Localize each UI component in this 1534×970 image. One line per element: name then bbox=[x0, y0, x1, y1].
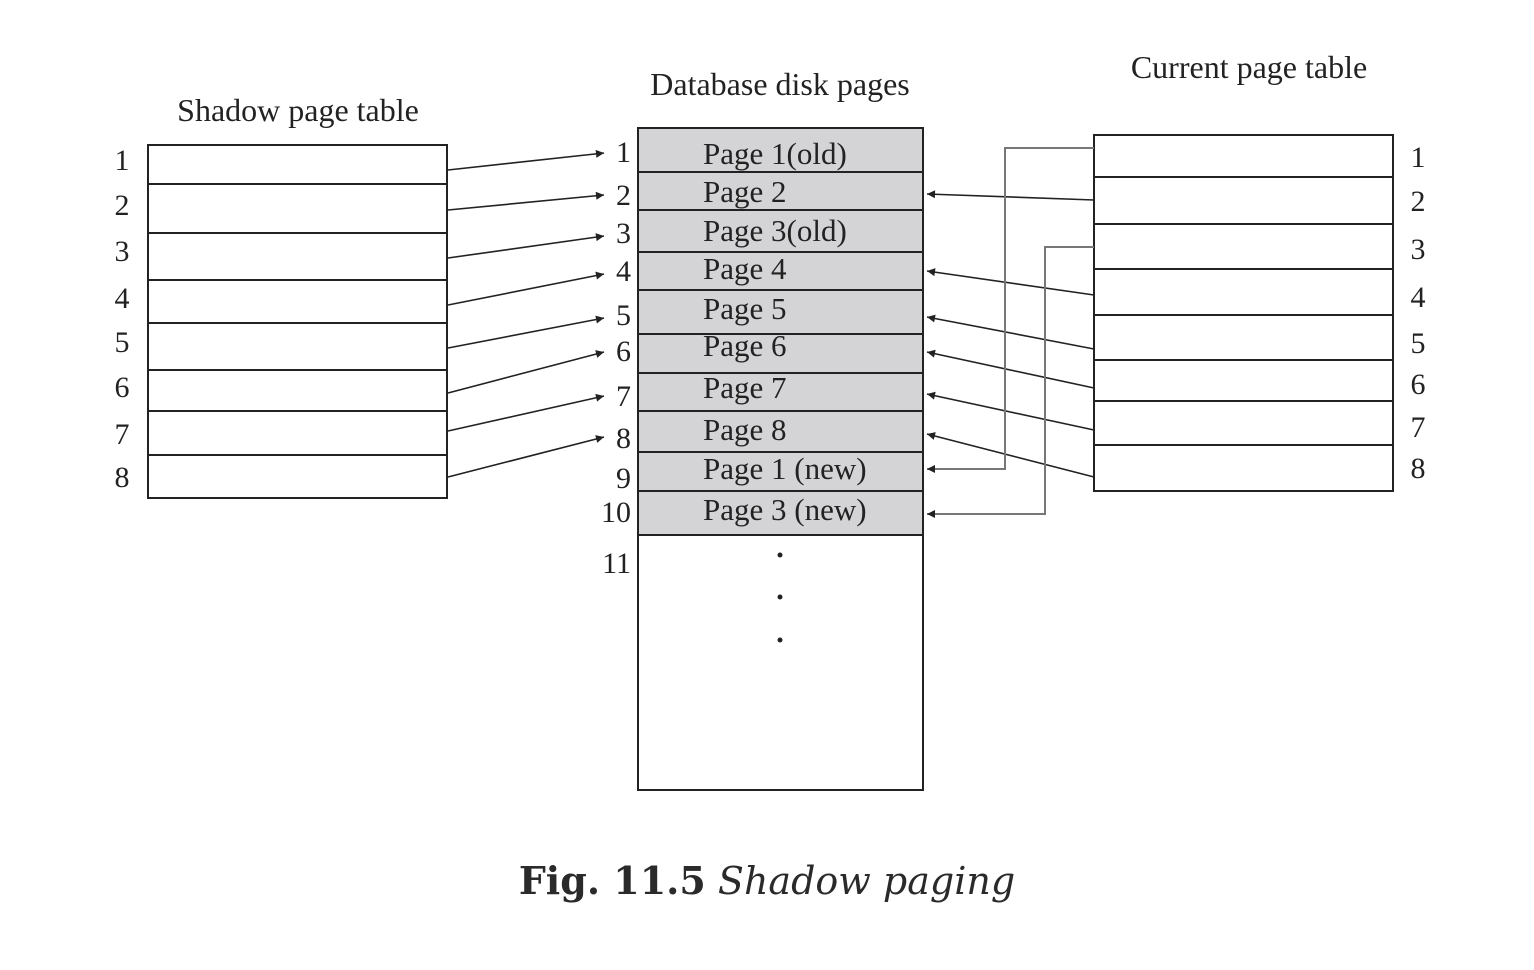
disk-row-number: 7 bbox=[616, 380, 631, 413]
disk-row-number: 6 bbox=[616, 335, 631, 368]
current-row-label: 5 bbox=[1411, 327, 1426, 360]
disk-page-label: Page 8 bbox=[703, 412, 787, 447]
current-row-label: 3 bbox=[1411, 233, 1426, 266]
shadow-pointer-arrow bbox=[447, 233, 605, 259]
shadow-row-label: 4 bbox=[115, 282, 130, 315]
disk-row-number: 11 bbox=[602, 547, 631, 580]
disk-row-number: 1 bbox=[616, 136, 631, 169]
shadow-pointer-arrow bbox=[447, 393, 605, 432]
disk-pages-title: Database disk pages bbox=[650, 66, 909, 102]
database-disk-pages: Page 1(old)Page 2 Page 3(old)Page 4 Page 5… bbox=[601, 127, 924, 791]
current-pointer-arrow bbox=[926, 190, 1095, 201]
current-row-label: 4 bbox=[1411, 281, 1426, 314]
shadow-pointer-arrow bbox=[447, 435, 605, 478]
current-row-label: 8 bbox=[1411, 452, 1426, 485]
current-pointer-arrow bbox=[926, 268, 1095, 296]
shadow-row-label: 3 bbox=[115, 235, 130, 268]
figure-caption: Fig. 11.5 Shadow paging bbox=[0, 858, 1534, 903]
current-row-label: 1 bbox=[1411, 141, 1426, 174]
ellipsis-dot bbox=[777, 552, 783, 558]
figure-number: Fig. 11.5 bbox=[518, 858, 706, 903]
shadow-row-label: 8 bbox=[115, 461, 130, 494]
ellipsis-dot bbox=[777, 594, 783, 600]
current-pointer-arrow bbox=[926, 391, 1095, 431]
shadow-table-title: Shadow page table bbox=[177, 92, 419, 128]
shadow-pointer-arrow bbox=[447, 149, 605, 171]
disk-page-label: Page 7 bbox=[703, 370, 787, 405]
disk-page-label: Page 1 (new) bbox=[703, 451, 867, 486]
disk-page-label: Page 3 (new) bbox=[703, 492, 867, 527]
disk-row-number: 9 bbox=[616, 462, 631, 495]
disk-row-number: 3 bbox=[616, 217, 631, 250]
current-pointer-arrow bbox=[926, 432, 1095, 478]
page3-new-connector bbox=[927, 246, 1094, 518]
shadow-pointer-arrow bbox=[447, 350, 605, 394]
ellipsis-dot bbox=[777, 637, 783, 643]
disk-page-label: Page 5 bbox=[703, 291, 787, 326]
disk-row-number: 4 bbox=[616, 255, 631, 288]
shadow-page-table: 1 2 3 4 5 6 7 8 bbox=[115, 144, 448, 499]
current-page-table: 1 2 3 4 5 6 7 8 bbox=[1093, 134, 1426, 492]
shadow-row-label: 6 bbox=[115, 371, 130, 404]
shadow-row-label: 7 bbox=[115, 418, 130, 451]
figure-caption-text: Shadow paging bbox=[717, 859, 1016, 903]
shadow-row-label: 1 bbox=[115, 144, 130, 177]
disk-page-label: Page 3(old) bbox=[703, 213, 847, 248]
shadow-pointer-arrow bbox=[447, 191, 605, 211]
disk-row-number: 5 bbox=[616, 299, 631, 332]
disk-row-number: 10 bbox=[601, 496, 631, 529]
current-row-label: 2 bbox=[1411, 185, 1426, 218]
disk-row-number: 2 bbox=[616, 179, 631, 212]
current-row-label: 6 bbox=[1411, 368, 1426, 401]
disk-page-label: Page 2 bbox=[703, 174, 787, 209]
shadow-row-label: 5 bbox=[115, 326, 130, 359]
disk-page-label: Page 6 bbox=[703, 328, 787, 363]
disk-row-number: 8 bbox=[616, 422, 631, 455]
shadow-pointer-arrow bbox=[447, 315, 605, 349]
current-pointer-arrow bbox=[926, 349, 1095, 389]
disk-page-label: Page 1(old) bbox=[703, 136, 847, 171]
page1-new-connector bbox=[927, 147, 1094, 473]
current-pointer-arrow bbox=[926, 314, 1095, 350]
current-row-label: 7 bbox=[1411, 411, 1426, 444]
shadow-pointer-arrow bbox=[447, 271, 605, 306]
current-table-title: Current page table bbox=[1131, 49, 1367, 85]
disk-page-label: Page 4 bbox=[703, 251, 787, 286]
shadow-row-label: 2 bbox=[115, 189, 130, 222]
